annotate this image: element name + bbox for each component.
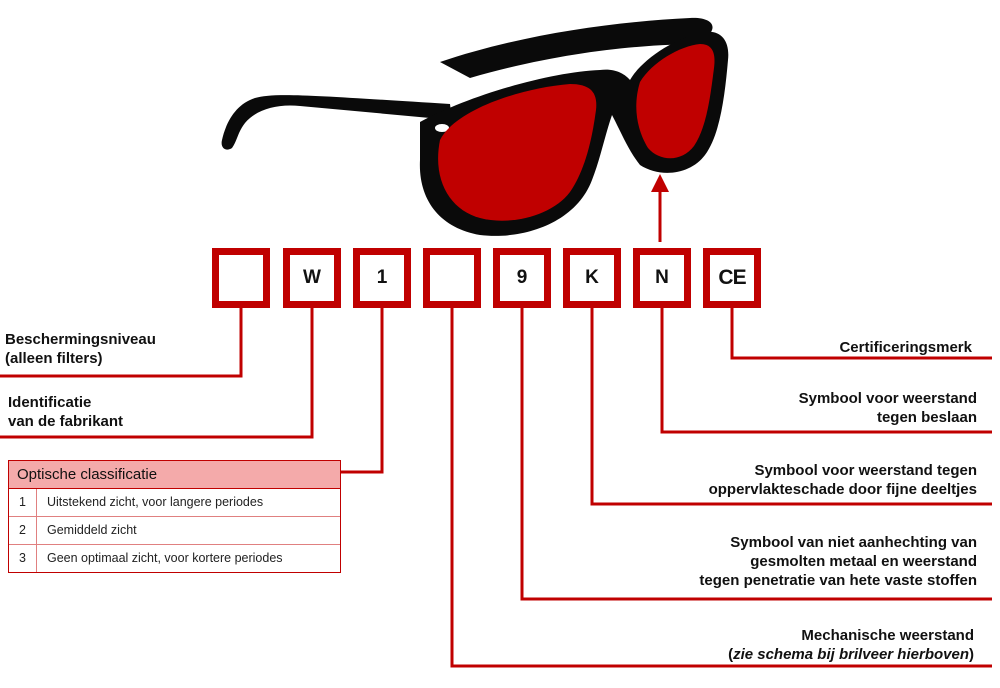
row-number: 2 [9,517,37,544]
leader-fogging [660,308,992,434]
label-line: gesmolten metaal en weerstand [750,553,977,570]
label-mechanical: Mechanische weerstand (zie schema bij br… [728,626,974,664]
marking-box-ce: CE [703,248,761,308]
table-row: 3 Geen optimaal zicht, voor kortere peri… [9,545,340,572]
label-line: Symbool voor weerstand tegen [754,462,977,479]
leader-certification [730,308,992,360]
marking-box-optical: 1 [353,248,411,308]
sunglasses-illustration [221,17,729,236]
leader-particles [590,308,992,506]
label-fogging: Symbool voor weerstand tegen beslaan [799,389,977,427]
label-line: Symbool van niet aanhechting van [730,534,977,551]
marking-box-manufacturer: W [283,248,341,308]
label-protection: Beschermingsniveau (alleen filters) [5,330,156,368]
label-molten: Symbool van niet aanhechting van gesmolt… [699,533,977,590]
label-line: tegen beslaan [876,409,977,426]
label-line: tegen penetratie van hete vaste stoffen [699,572,977,589]
label-line: Certificeringsmerk [839,339,972,356]
far-lens [636,44,715,159]
marking-char: K [585,267,599,288]
hinge-stud [435,124,449,132]
row-number: 1 [9,489,37,516]
marking-box-particles: K [563,248,621,308]
label-certification: Certificeringsmerk [839,338,972,357]
row-text: Uitstekend zicht, voor langere periodes [47,495,264,509]
table-row: 1 Uitstekend zicht, voor langere periode… [9,489,340,517]
marking-char: W [303,267,321,288]
label-line: Beschermingsniveau [5,331,156,348]
leader-molten [520,308,992,601]
paren-close: ) [969,646,974,663]
label-line: oppervlakteschade door fijne deeltjes [708,481,977,498]
label-line: (alleen filters) [5,350,103,367]
marking-char: 9 [516,267,528,288]
leader-protection [0,308,243,378]
label-manufacturer: Identificatie van de fabrikant [8,393,123,431]
near-lens [438,84,597,221]
table-header: Optische classificatie [9,461,340,489]
row-text: Gemiddeld zicht [47,523,137,537]
ce-mark: CE [718,266,746,289]
label-line: Mechanische weerstand [801,627,974,644]
label-line: (zie schema bij brilveer hierboven) [728,645,974,664]
row-number: 3 [9,545,37,572]
schema-reference: zie schema bij brilveer hierboven [733,646,969,663]
optical-classification-table: Optische classificatie 1 Uitstekend zich… [8,460,341,573]
marking-char: N [655,267,669,288]
arrow-head-icon [651,174,669,192]
far-temple-arm [440,17,713,78]
leader-mechanical [450,308,992,668]
table-row: 2 Gemiddeld zicht [9,517,340,545]
label-line: Symbool voor weerstand [798,390,977,407]
paren-open: ( [728,646,734,663]
marking-box-protection [212,248,270,308]
near-temple-arm [221,95,452,150]
marking-char: 1 [376,267,388,288]
row-text: Geen optimaal zicht, voor kortere period… [47,551,283,565]
marking-box-fogging: N [633,248,691,308]
marking-box-mechanical [423,248,481,308]
marking-box-molten: 9 [493,248,551,308]
leader-manufacturer [0,308,314,439]
label-particles: Symbool voor weerstand tegen oppervlakte… [709,461,977,499]
label-line: van de fabrikant [8,413,124,430]
label-line: Identificatie [8,394,92,411]
leader-optical [340,308,384,474]
